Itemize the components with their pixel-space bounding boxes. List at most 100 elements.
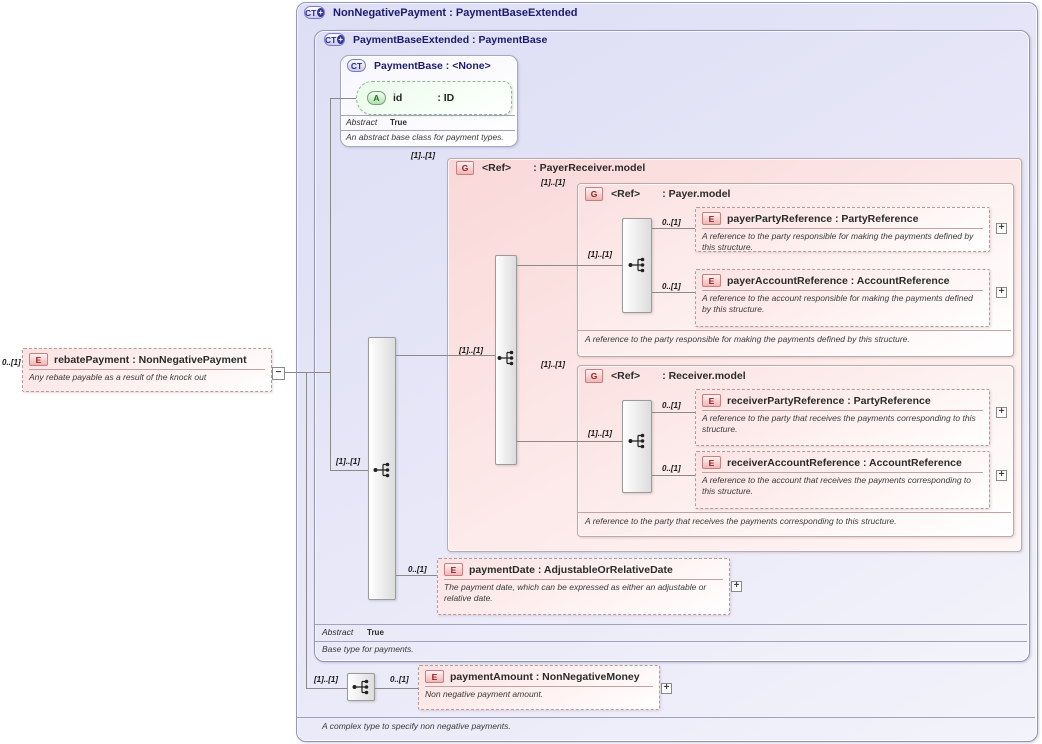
paymentdate-cardinality: 0..[1] — [408, 565, 427, 574]
nonnegativepayment-title: NonNegativePayment : PaymentBaseExtended — [333, 6, 578, 19]
abstract-value: True — [390, 118, 407, 127]
element-annotation: Any rebate payable as a result of the kn… — [29, 372, 207, 382]
expand-handle[interactable]: + — [996, 470, 1007, 481]
sequence-icon — [628, 433, 645, 449]
connector-line — [330, 98, 358, 99]
element-annotation: Non negative payment amount. — [425, 689, 544, 699]
abstract-value: True — [367, 628, 384, 637]
element-paymentamount[interactable]: E paymentAmount : NonNegativeMoney Non n… — [418, 665, 660, 710]
element-paymentdate[interactable]: E paymentDate : AdjustableOrRelativeDate… — [437, 558, 730, 615]
expand-handle[interactable]: + — [996, 407, 1007, 418]
abstract-label: Abstract — [322, 627, 354, 637]
element-title-row: E payerAccountReference : AccountReferen… — [702, 274, 983, 291]
connector-line — [284, 372, 330, 373]
element-icon: E — [702, 212, 721, 225]
paymentbase-title: PaymentBase : <None> — [374, 59, 491, 72]
payer-group-header: G <Ref> : Payer.model — [585, 187, 730, 201]
element-rebatepayment[interactable]: E rebatePayment : NonNegativePayment Any… — [22, 348, 272, 392]
payer-group-cardinality: [1]..[1] — [541, 178, 565, 187]
connector-line — [396, 575, 437, 576]
connector-line — [375, 688, 418, 689]
paymentbaseextended-title: PaymentBaseExtended : PaymentBase — [353, 33, 548, 46]
element-title-row: E receiverAccountReference : AccountRefe… — [702, 456, 983, 473]
element-icon: E — [702, 394, 721, 407]
complex-type-icon: CT+ — [324, 33, 345, 46]
element-icon: E — [425, 670, 444, 683]
connector-line — [517, 265, 622, 266]
derived-plus-icon: + — [317, 8, 324, 17]
receiveraccountreference-cardinality: 0..[1] — [662, 464, 681, 473]
receiver-group-cardinality: [1]..[1] — [541, 360, 565, 369]
divider — [578, 512, 1011, 513]
attribute-name: id — [393, 92, 403, 104]
payer-group-annotation: A reference to the party responsible for… — [585, 334, 910, 344]
payerpartyreference-cardinality: 0..[1] — [662, 218, 681, 227]
element-receiverpartyreference[interactable]: E receiverPartyReference : PartyReferenc… — [695, 389, 990, 446]
element-title: receiverAccountReference : AccountRefere… — [727, 456, 962, 469]
expand-handle[interactable]: + — [731, 581, 742, 592]
receiver-group-annotation: A reference to the party that receives t… — [585, 516, 897, 526]
divider — [315, 624, 1027, 625]
paymentamount-cardinality: 0..[1] — [390, 675, 409, 684]
sequence-icon — [497, 350, 514, 366]
element-payerpartyreference[interactable]: E payerPartyReference : PartyReference A… — [695, 207, 990, 252]
element-title-row: E paymentDate : AdjustableOrRelativeDate — [444, 563, 723, 580]
connector-line — [330, 470, 368, 471]
paymentbase-annotation: An abstract base class for payment types… — [346, 132, 504, 142]
element-title: paymentDate : AdjustableOrRelativeDate — [469, 563, 673, 576]
connector-line — [517, 441, 622, 442]
amount-sequence-cardinality: [1]..[1] — [314, 675, 338, 684]
group-type: : Payer.model — [662, 188, 731, 200]
connector-line — [652, 475, 695, 476]
divider — [341, 130, 515, 131]
payerreceiver-group-cardinality: [1]..[1] — [411, 151, 435, 160]
element-title-row: E receiverPartyReference : PartyReferenc… — [702, 394, 983, 411]
rebatepayment-cardinality: 0..[1] — [2, 358, 21, 367]
element-title: payerAccountReference : AccountReference — [727, 274, 950, 287]
expand-handle[interactable]: + — [996, 287, 1007, 298]
connector-line — [652, 412, 695, 413]
element-annotation: A reference to the account that receives… — [702, 475, 972, 496]
connector-line — [306, 688, 347, 689]
nonnegativepayment-annotation: A complex type to specify non negative p… — [322, 721, 511, 731]
element-title: payerPartyReference : PartyReference — [727, 212, 919, 225]
sequence-compositor-receiver — [622, 400, 652, 493]
payeraccountreference-cardinality: 0..[1] — [662, 282, 681, 291]
group-ref: <Ref> — [611, 188, 641, 200]
divider — [341, 115, 515, 116]
main-sequence-cardinality: [1]..[1] — [336, 457, 360, 466]
paymentbaseextended-annotation: Base type for payments. — [322, 644, 414, 654]
sequence-icon — [628, 257, 645, 273]
sequence-compositor-main — [368, 337, 396, 600]
sequence-icon — [352, 679, 369, 695]
complex-type-icon: CT+ — [304, 6, 325, 19]
divider — [315, 641, 1027, 642]
element-annotation: The payment date, which can be expressed… — [444, 582, 707, 603]
element-annotation: A reference to the account responsible f… — [702, 293, 973, 314]
payerreceiver-sequence-cardinality: [1]..[1] — [459, 346, 483, 355]
receiverpartyreference-cardinality: 0..[1] — [662, 401, 681, 410]
complex-type-icon: CT — [347, 59, 366, 72]
element-annotation: A reference to the party responsible for… — [702, 231, 974, 252]
element-payeraccountreference[interactable]: E payerAccountReference : AccountReferen… — [695, 269, 990, 327]
element-title: receiverPartyReference : PartyReference — [727, 394, 931, 407]
sequence-compositor-payerreceiver — [495, 255, 517, 465]
element-title-row: E rebatePayment : NonNegativePayment — [29, 353, 265, 370]
element-title-row: E payerPartyReference : PartyReference — [702, 212, 983, 229]
collapse-handle[interactable]: − — [272, 367, 285, 380]
element-receiveraccountreference[interactable]: E receiverAccountReference : AccountRefe… — [695, 451, 990, 509]
attribute-id[interactable]: A id : ID — [356, 81, 512, 115]
element-title: rebatePayment : NonNegativePayment — [54, 353, 247, 366]
element-icon: E — [702, 456, 721, 469]
element-title: paymentAmount : NonNegativeMoney — [450, 670, 640, 683]
expand-handle[interactable]: + — [996, 223, 1007, 234]
expand-handle[interactable]: + — [661, 683, 672, 694]
nonnegativepayment-header: CT+ NonNegativePayment : PaymentBaseExte… — [304, 6, 578, 19]
attribute-icon: A — [367, 91, 386, 105]
derived-plus-icon: + — [337, 35, 344, 44]
group-icon: G — [585, 187, 603, 201]
element-annotation: A reference to the party that receives t… — [702, 413, 976, 434]
element-title-row: E paymentAmount : NonNegativeMoney — [425, 670, 653, 687]
receiver-group-header: G <Ref> : Receiver.model — [585, 369, 746, 383]
